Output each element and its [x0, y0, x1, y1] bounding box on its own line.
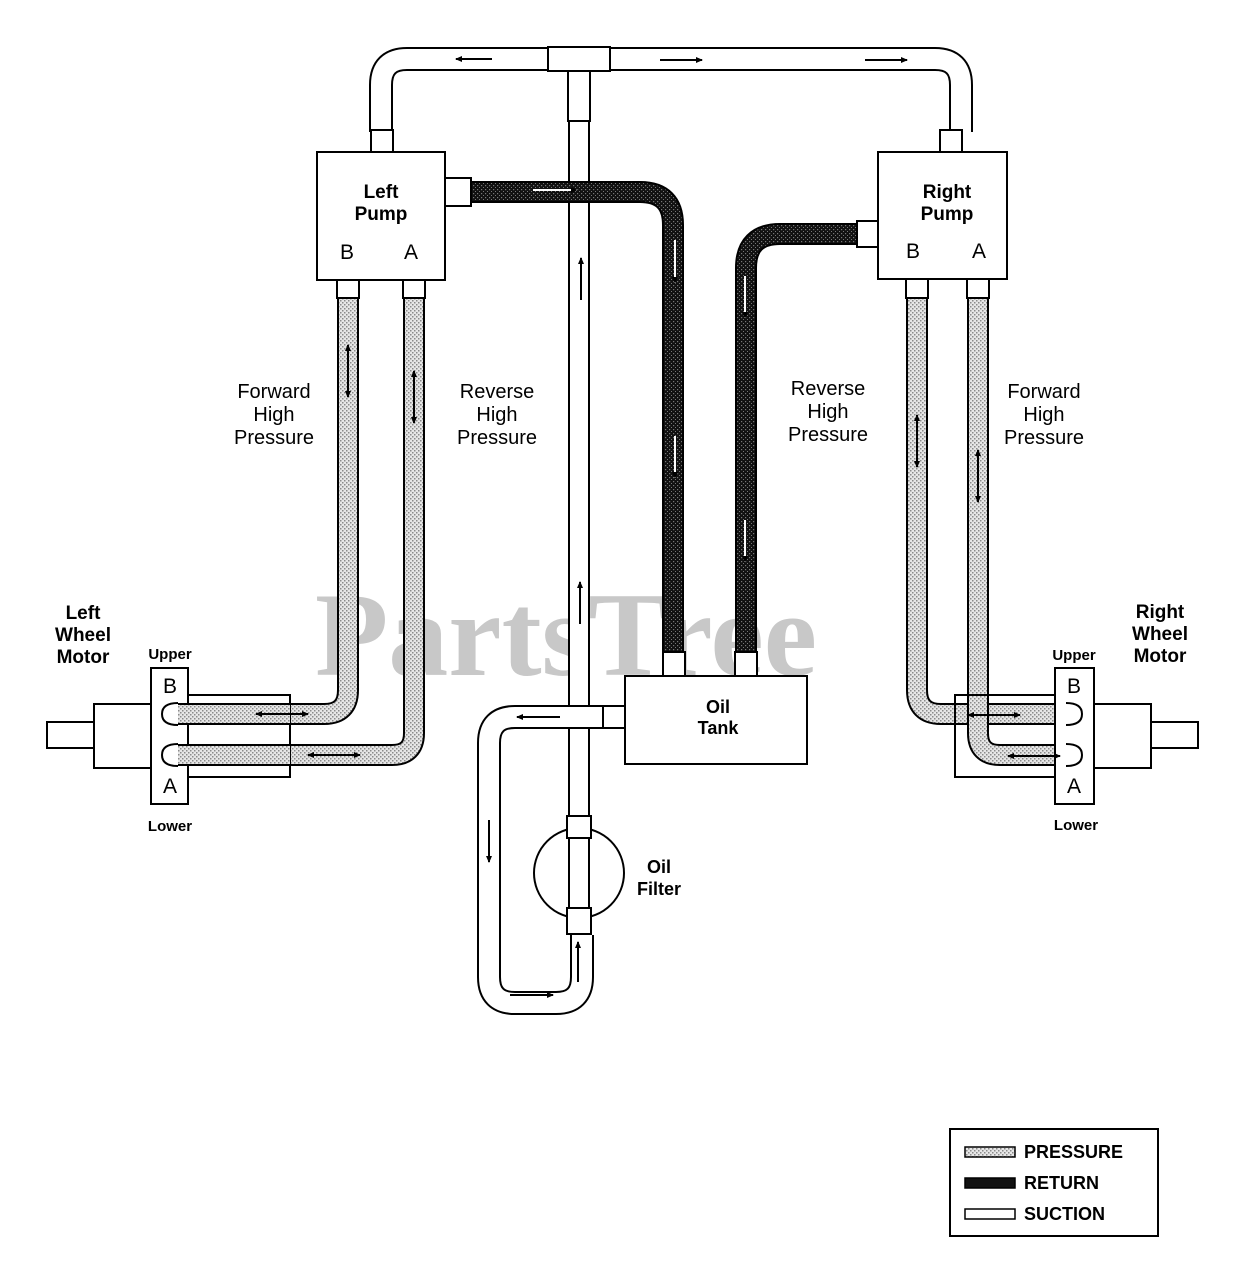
left-pump-port-b: B [340, 241, 354, 264]
oil-filter-title-1: Oil [647, 857, 671, 877]
left-motor-title-1: Left [66, 603, 102, 624]
flow-arrows [255, 56, 1061, 998]
right-pump-title-2: Pump [921, 204, 974, 225]
right-motor-lower: Lower [1054, 817, 1098, 834]
line-labels: Forward High Pressure Reverse High Press… [234, 378, 1084, 449]
oil-filter-title-2: Filter [637, 879, 681, 899]
left-reverse-label-3: Pressure [457, 427, 537, 449]
right-pump-port-a: A [972, 240, 986, 263]
left-motor-title-3: Motor [57, 647, 110, 668]
legend-label-return: RETURN [1024, 1173, 1099, 1193]
right-reverse-label-1: Reverse [791, 378, 865, 400]
legend-swatch-suction [964, 1208, 1016, 1220]
left-pump-title-1: Left [364, 182, 400, 203]
legend: PRESSURE RETURN SUCTION [949, 1128, 1159, 1237]
left-reverse-label-1: Reverse [460, 381, 534, 403]
oil-tank-title-1: Oil [706, 697, 730, 717]
left-motor-port-a: A [163, 775, 177, 798]
right-motor-title-3: Motor [1134, 646, 1187, 667]
right-motor-upper: Upper [1052, 647, 1096, 664]
right-forward-label-1: Forward [1007, 381, 1080, 403]
oil-tank: Oil Tank [624, 651, 808, 765]
right-pump-port-b: B [906, 240, 920, 263]
left-forward-label-1: Forward [237, 381, 310, 403]
legend-label-suction: SUCTION [1024, 1204, 1105, 1224]
left-pump-title-2: Pump [355, 204, 408, 225]
legend-swatch-return [964, 1177, 1016, 1189]
right-motor-title-2: Wheel [1132, 624, 1188, 645]
left-forward-label-3: Pressure [234, 427, 314, 449]
left-pump-port-a: A [404, 241, 418, 264]
right-wheel-motor: B A Upper Lower Right Wheel Motor [954, 602, 1199, 834]
left-motor-title-2: Wheel [55, 625, 111, 646]
left-motor-upper: Upper [148, 646, 192, 663]
left-motor-lower: Lower [148, 818, 192, 835]
right-pump: Right Pump B A [856, 129, 1008, 299]
right-forward-label-3: Pressure [1004, 427, 1084, 449]
pressure-lines [170, 298, 1075, 766]
right-motor-port-a: A [1067, 775, 1081, 798]
right-reverse-label-2: High [807, 401, 848, 423]
right-reverse-label-3: Pressure [788, 424, 868, 446]
left-pump: Left Pump B A [316, 129, 472, 299]
oil-tank-title-2: Tank [698, 718, 740, 738]
right-motor-port-b: B [1067, 675, 1081, 698]
left-motor-port-b: B [163, 675, 177, 698]
right-forward-label-2: High [1023, 404, 1064, 426]
return-lines [470, 181, 858, 655]
legend-label-pressure: PRESSURE [1024, 1142, 1123, 1162]
legend-swatch-pressure [964, 1146, 1016, 1158]
left-wheel-motor: B A Upper Lower Left Wheel Motor [46, 603, 291, 835]
oil-filter: Oil Filter [533, 815, 681, 935]
left-reverse-label-2: High [476, 404, 517, 426]
right-motor-title-1: Right [1136, 602, 1185, 623]
right-pump-title-1: Right [923, 182, 972, 203]
left-forward-label-2: High [253, 404, 294, 426]
